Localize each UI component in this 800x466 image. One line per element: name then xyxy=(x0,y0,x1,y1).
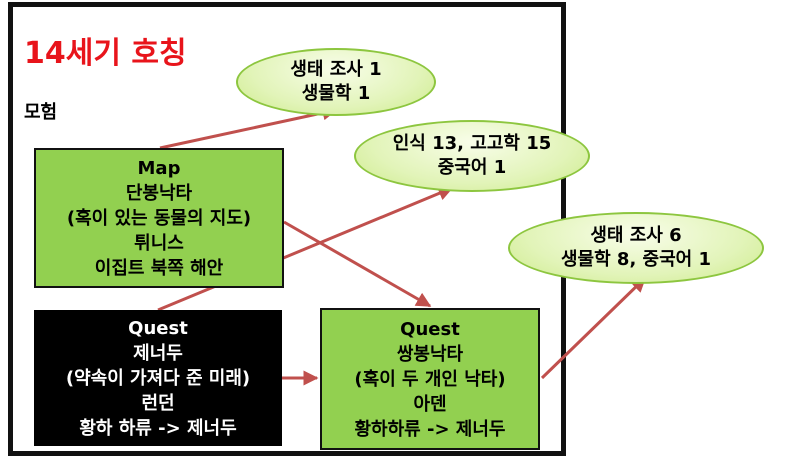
reward-line: 생물학 8, 중국어 1 xyxy=(560,249,712,270)
reward-line: 생물학 1 xyxy=(301,83,371,104)
arrow-map-to-quest2 xyxy=(283,220,432,308)
section-label: 모험 xyxy=(24,102,58,123)
quest-box-line: 황하하류 -> 제너두 xyxy=(354,418,506,440)
quest-box-line: (약속이 가져다 준 미래) xyxy=(65,367,251,389)
map-box-line: (혹이 있는 동물의 지도) xyxy=(66,207,252,229)
reward-line: 인식 13, 고고학 15 xyxy=(392,133,552,154)
quest-box-line: Quest xyxy=(400,318,460,340)
quest-box-camel: Quest 쌍봉낙타 (혹이 두 개인 낙타) 아덴 황하하류 -> 제너두 xyxy=(320,308,540,450)
reward-oval-1: 생태 조사 1 생물학 1 xyxy=(236,48,436,116)
map-box-line: 단봉낙타 xyxy=(125,182,193,204)
map-box-line: Map xyxy=(137,157,181,179)
map-box-line: 튀니스 xyxy=(134,232,184,254)
arrow-quest2-to-reward3 xyxy=(540,276,647,380)
arrow-map-to-reward1 xyxy=(159,105,338,150)
map-box-line: 이집트 북쪽 해안 xyxy=(94,257,224,279)
quest-box-line: 제너두 xyxy=(133,342,183,364)
arrow-quest1-to-reward2 xyxy=(157,186,454,312)
quest-box-line: (혹이 두 개인 낙타) xyxy=(354,368,506,390)
quest-box-xanadu: Quest 제너두 (약속이 가져다 준 미래) 런던 황하 하류 -> 제너두 xyxy=(34,310,282,446)
diagram-title: 14세기 호칭 xyxy=(24,36,187,71)
reward-line: 생태 조사 1 xyxy=(290,59,382,80)
reward-line: 생태 조사 6 xyxy=(590,225,682,246)
quest-box-line: 런던 xyxy=(141,392,175,414)
reward-line: 중국어 1 xyxy=(437,157,507,178)
reward-oval-3: 생태 조사 6 생물학 8, 중국어 1 xyxy=(508,212,764,284)
quest-box-line: 쌍봉낙타 xyxy=(396,343,464,365)
reward-oval-2: 인식 13, 고고학 15 중국어 1 xyxy=(354,120,590,192)
map-box: Map 단봉낙타 (혹이 있는 동물의 지도) 튀니스 이집트 북쪽 해안 xyxy=(34,148,284,288)
quest-box-line: 아덴 xyxy=(413,393,447,415)
quest-box-line: 황하 하류 -> 제너두 xyxy=(79,417,237,439)
quest-box-line: Quest xyxy=(128,317,188,339)
